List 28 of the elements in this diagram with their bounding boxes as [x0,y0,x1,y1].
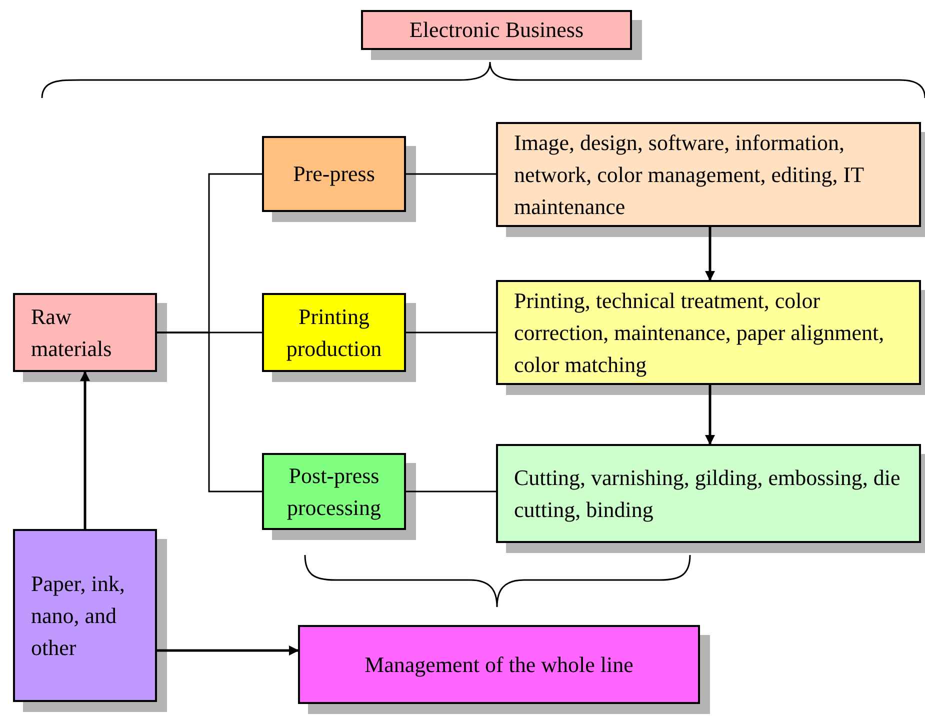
title-box [361,10,632,50]
description-box [496,280,921,385]
node-label: Cutting, varnishing, gilding, embossing, die cutting, binding [514,464,902,524]
node-label: Pre-press [293,160,375,188]
node-label: Electronic Business [409,16,584,44]
arrow [705,385,715,445]
node-label: Image, design, software, information, network, color management, editing, IT maintenance [514,128,865,220]
node-label: Management of the whole line [364,650,634,679]
node-label: Raw materials [31,302,113,362]
arrow [157,646,299,656]
process-box [262,453,406,530]
description-box [496,444,921,543]
description-box [496,122,921,227]
input-box [13,529,157,702]
process-box [262,136,406,212]
arrow [80,371,90,529]
management-box [298,625,700,704]
connector-line [406,332,496,334]
node-label: Printing production [285,302,383,363]
connector-line [406,173,496,175]
connector-line [406,490,496,492]
process-box [13,293,157,372]
node-label: Printing, technical treatment, color correction, maintenance, paper alignment, color matching [514,286,886,379]
node-label: Paper, ink, nano, and other [31,570,126,662]
arrow [705,227,715,281]
connector-line [157,332,262,492]
process-box [262,293,406,372]
node-label: Post-press processing [286,462,382,522]
